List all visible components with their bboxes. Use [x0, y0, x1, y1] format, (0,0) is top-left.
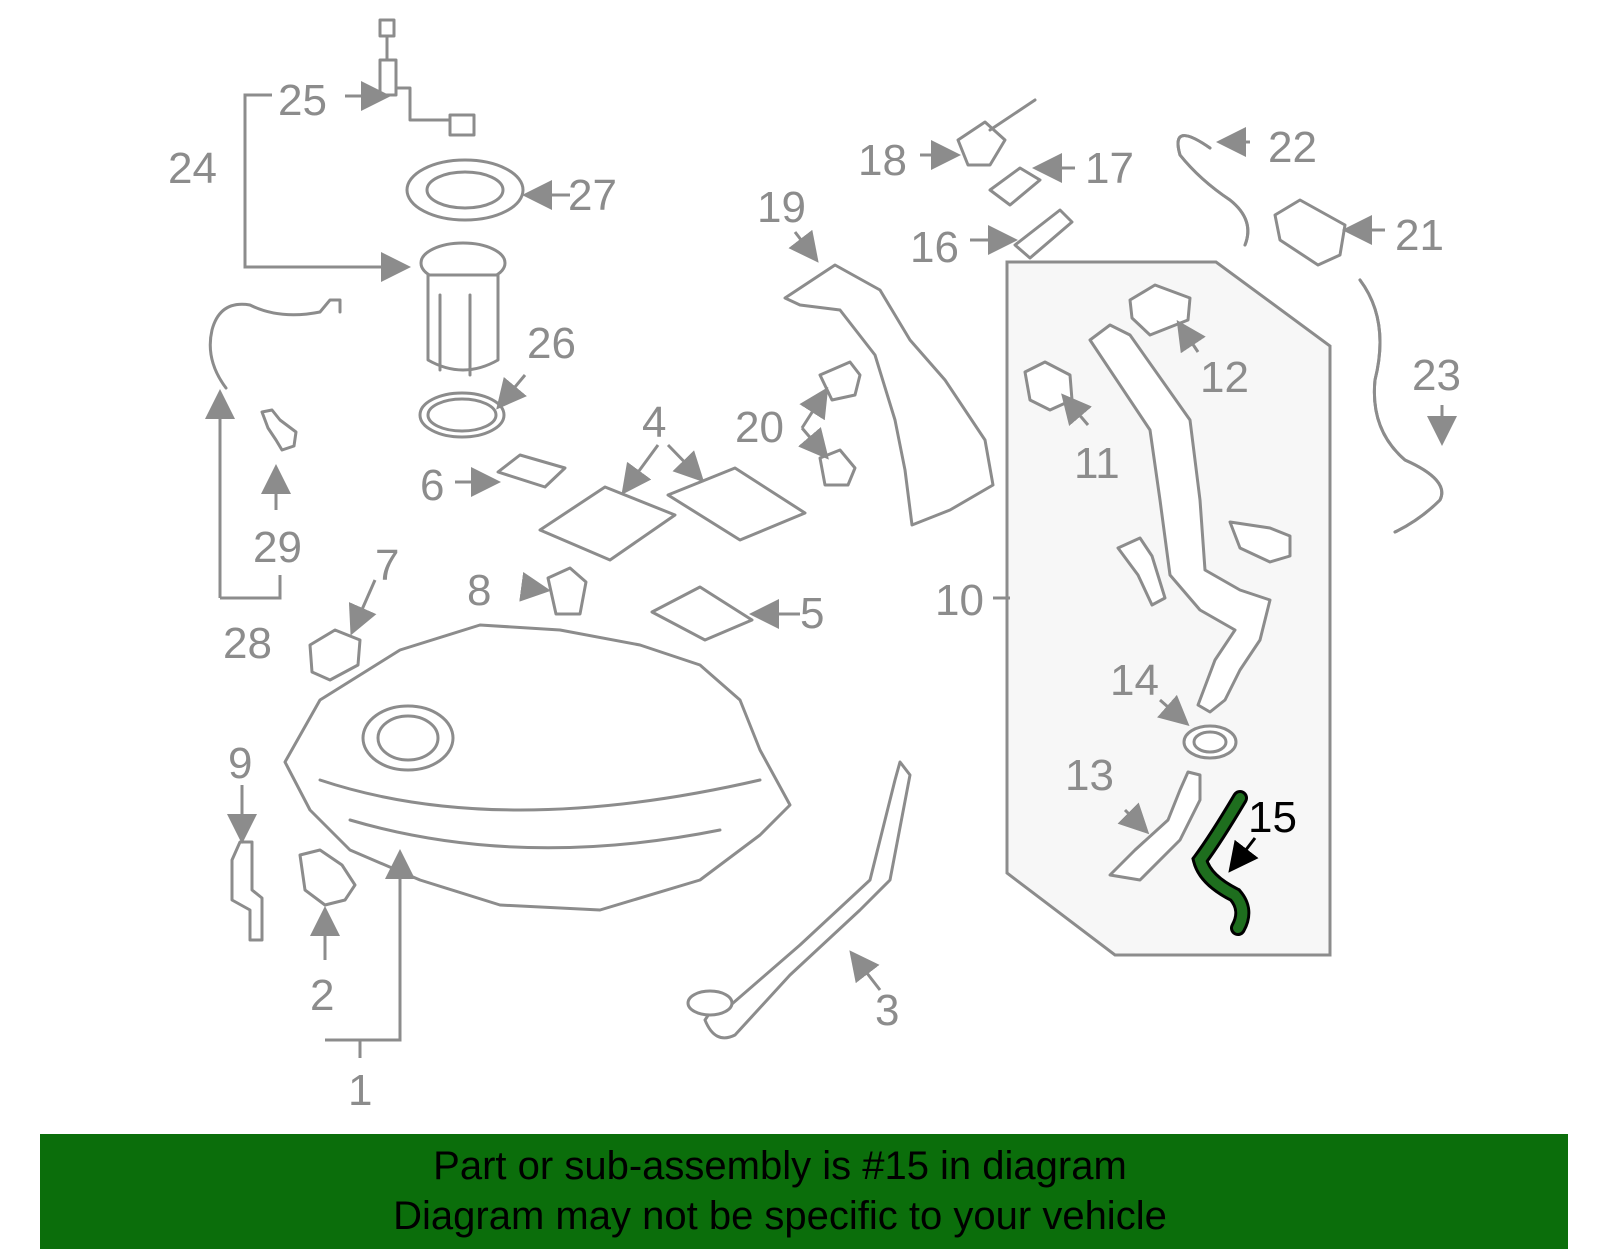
- callout-2: 2: [310, 971, 334, 1020]
- callout-29: 29: [253, 523, 302, 572]
- part-29-clip[interactable]: [260, 408, 298, 452]
- banner-line-1: Part or sub-assembly is #15 in diagram: [433, 1144, 1127, 1188]
- callout-22: 22: [1268, 123, 1317, 172]
- callout-10: 10: [935, 576, 984, 625]
- banner-line-2: Diagram may not be specific to your vehi…: [393, 1194, 1167, 1238]
- part-22-hose[interactable]: [1176, 134, 1250, 247]
- callout-25: 25: [278, 76, 327, 125]
- part-1-fuel-tank[interactable]: [283, 623, 792, 912]
- filler-pipe-assembly-box: [1005, 260, 1332, 957]
- part-6-pad[interactable]: [496, 453, 567, 489]
- part-3-strap[interactable]: [703, 760, 912, 1040]
- part-13-hose[interactable]: [1108, 770, 1202, 882]
- callout-12: 12: [1200, 353, 1249, 402]
- part-2-valve[interactable]: [298, 848, 357, 907]
- part-24-fuel-pump-module[interactable]: [419, 241, 507, 377]
- part-4-pad-b[interactable]: [666, 466, 807, 542]
- callout-15: 15: [1248, 793, 1297, 842]
- callout-27: 27: [568, 171, 617, 220]
- callout-3: 3: [875, 986, 899, 1035]
- callout-7: 7: [375, 541, 399, 590]
- callout-labels: 25 24 27 26 29 28 6 4 8 5 7 9 2 1 3 20 1…: [168, 76, 1461, 1115]
- part-14-clamp[interactable]: [1182, 724, 1238, 760]
- info-banner: Part or sub-assembly is #15 in diagram D…: [40, 1134, 1568, 1249]
- part-17-clip[interactable]: [988, 166, 1042, 207]
- callout-6: 6: [420, 461, 444, 510]
- bolt-a[interactable]: [1228, 520, 1292, 564]
- callout-16: 16: [910, 223, 959, 272]
- part-28-fuel-line[interactable]: [208, 298, 342, 390]
- part-20-clips[interactable]: [818, 360, 862, 487]
- part-8-bracket[interactable]: [546, 566, 588, 616]
- callout-1: 1: [348, 1066, 372, 1115]
- part-21-canister[interactable]: [1273, 198, 1347, 267]
- callout-23: 23: [1412, 351, 1461, 400]
- callout-18: 18: [858, 136, 907, 185]
- callout-5: 5: [800, 589, 824, 638]
- callout-17: 17: [1085, 144, 1134, 193]
- part-7-block[interactable]: [308, 628, 362, 682]
- callout-11: 11: [1074, 439, 1120, 488]
- part-25-fuel-level-sender[interactable]: [378, 18, 476, 137]
- part-10-filler-pipe[interactable]: [1088, 323, 1272, 714]
- part-5-pad[interactable]: [650, 585, 754, 642]
- callout-26: 26: [527, 319, 576, 368]
- part-12-bracket[interactable]: [1128, 283, 1192, 337]
- bolt-b[interactable]: [1116, 536, 1167, 607]
- part-26-gasket[interactable]: [418, 391, 506, 439]
- callout-8: 8: [467, 566, 491, 615]
- part-27-lock-ring[interactable]: [405, 158, 525, 222]
- part-19-heat-shield[interactable]: [783, 263, 995, 527]
- callout-14: 14: [1110, 656, 1159, 705]
- callout-19: 19: [757, 183, 806, 232]
- part-16-clip[interactable]: [1013, 208, 1074, 260]
- callout-28: 28: [223, 619, 272, 668]
- callout-13: 13: [1065, 751, 1114, 800]
- part-9-bracket[interactable]: [230, 840, 264, 942]
- part-18-valve[interactable]: [956, 120, 1007, 167]
- callout-21: 21: [1395, 211, 1444, 260]
- callout-20: 20: [735, 403, 784, 452]
- callout-4: 4: [642, 398, 666, 447]
- callout-9: 9: [228, 739, 252, 788]
- part-23-hose[interactable]: [1358, 278, 1444, 534]
- callout-24: 24: [168, 144, 217, 193]
- part-4-pad-a[interactable]: [538, 485, 677, 562]
- leader-lines: [205, 81, 1457, 1058]
